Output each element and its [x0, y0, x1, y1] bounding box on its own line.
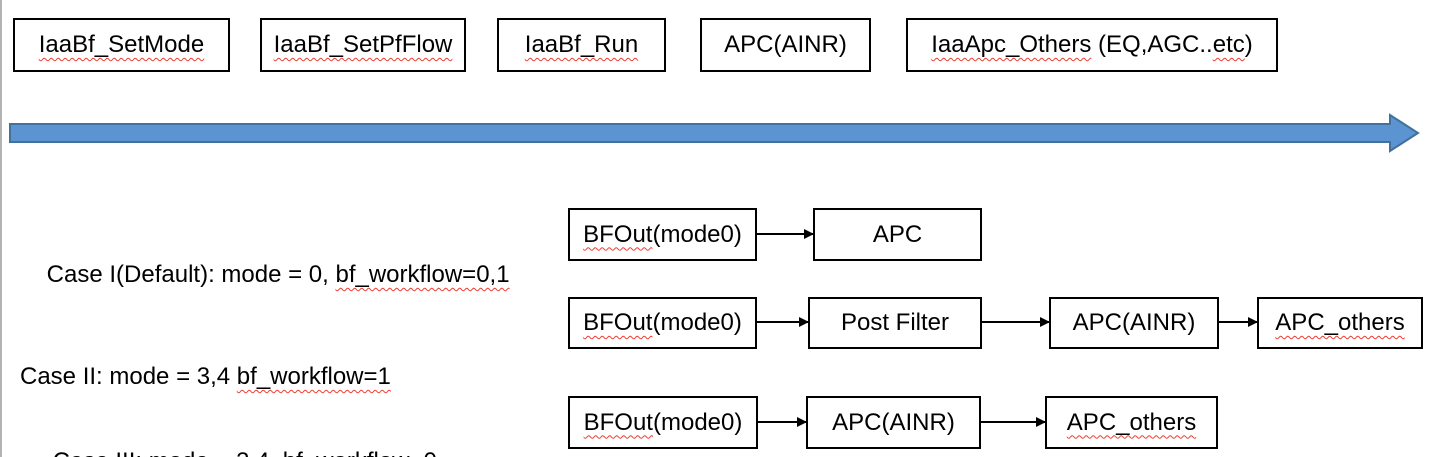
case1-label: Case I(Default): mode = 0, bf_workflow=0… — [46, 261, 510, 288]
case2-label: Case II: mode = 3,4 bf_workflow=1 ➔Post … — [20, 289, 504, 457]
flow-arrow-icon — [758, 421, 806, 423]
case3-node-apc-ainr: APC(AINR) — [806, 396, 981, 449]
api-box-label: IaaBf_Run — [524, 31, 639, 58]
flow-node-label: APC(AINR) — [1072, 309, 1196, 336]
api-box-iaaapc-others: IaaApc_Others (EQ,AGC..etc) — [906, 18, 1278, 72]
flow-node-label: BFOut(mode0) — [583, 309, 742, 336]
case2-label-line1: Case II: mode = 3,4 bf_workflow=1 — [20, 363, 391, 390]
api-box-iaabf-setpfflow: IaaBf_SetPfFlow — [260, 18, 466, 72]
flow-node-label: APC(AINR) — [832, 408, 955, 436]
case1-node-bfout: BFOut(mode0) — [568, 208, 757, 261]
api-box-label: APC(AINR) — [724, 31, 847, 58]
flow-node-label: Post Filter — [840, 309, 950, 336]
case1-node-apc: APC — [813, 208, 982, 261]
flow-node-label: BFOut(mode0) — [583, 220, 742, 248]
case3-node-bfout: BFOut(mode0) — [568, 396, 758, 449]
api-box-iaabf-run: IaaBf_Run — [497, 18, 666, 72]
slide-left-edge-line — [0, 0, 2, 457]
case3-node-apc-others: APC_others — [1045, 396, 1218, 449]
case2-node-apc-ainr: APC(AINR) — [1049, 297, 1219, 349]
flow-node-label: APC_others — [1275, 309, 1405, 336]
case3-label: Case III: mode = 3,4 bf_workflow=0 — [26, 409, 437, 457]
flow-arrow-icon — [1219, 321, 1257, 323]
flow-arrow-icon — [981, 421, 1045, 423]
timeline-arrow-icon — [9, 113, 1420, 153]
flow-node-label: APC_others — [1066, 408, 1197, 436]
api-box-label: IaaBf_SetMode — [38, 31, 205, 58]
api-box-iaabf-setmode: IaaBf_SetMode — [13, 18, 230, 72]
flow-arrow-icon — [757, 321, 808, 323]
flow-node-label: BFOut(mode0) — [583, 408, 743, 436]
case2-node-apc-others: APC_others — [1257, 297, 1423, 349]
flow-arrow-icon — [982, 321, 1049, 323]
api-box-label: IaaApc_Others (EQ,AGC..etc) — [931, 31, 1253, 58]
flow-node-label: APC — [872, 220, 923, 248]
api-box-label: IaaBf_SetPfFlow — [273, 31, 453, 58]
flow-arrow-icon — [757, 233, 813, 235]
case2-node-post-filter: Post Filter — [808, 297, 982, 349]
api-box-apc-ainr: APC(AINR) — [700, 18, 871, 72]
case2-node-bfout: BFOut(mode0) — [568, 297, 757, 349]
